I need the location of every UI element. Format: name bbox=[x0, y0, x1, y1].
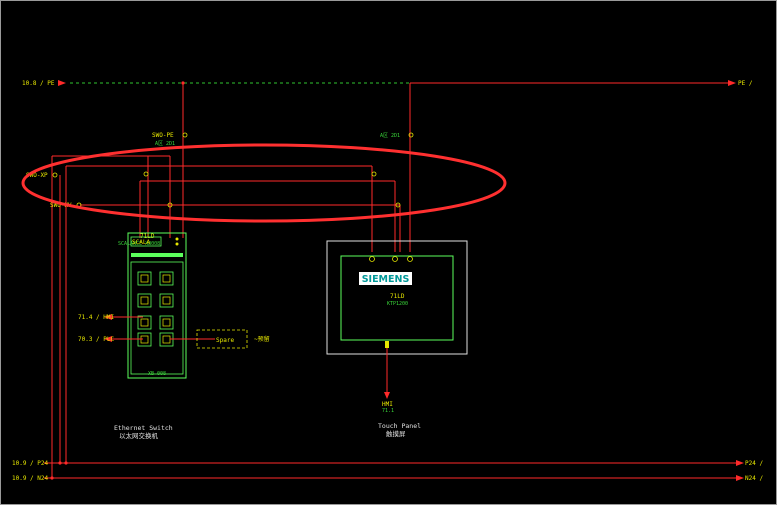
p24-left-label: 10.9 / P24 bbox=[12, 460, 49, 467]
spare-label: Spare bbox=[216, 337, 234, 344]
rj45-jack-icon bbox=[140, 274, 149, 283]
siemens-logo: SIEMENS bbox=[362, 274, 410, 285]
tp-pe-sub-label: A区 2D1 bbox=[380, 133, 400, 139]
rj45-jack-icon bbox=[162, 274, 171, 283]
siemens-logo-bg bbox=[359, 272, 412, 285]
rj45-port bbox=[159, 315, 174, 330]
terminal-icon bbox=[408, 132, 414, 138]
n24-left-label: 10.9 / N24 bbox=[12, 475, 49, 482]
arrow-icon bbox=[104, 336, 112, 342]
terminal-icon bbox=[407, 256, 413, 262]
arrow-icon bbox=[736, 475, 744, 481]
pe-left-label: 10.8 / PE bbox=[22, 80, 55, 87]
terminal-icon bbox=[167, 202, 173, 208]
switch-title-cn: 以太网交换机 bbox=[119, 431, 159, 440]
signal-wiring bbox=[51, 155, 401, 478]
switch-bottom-label: XB 008 bbox=[148, 371, 166, 377]
rj45-port bbox=[137, 293, 152, 308]
switch-body bbox=[127, 232, 187, 379]
rj45-port bbox=[159, 293, 174, 308]
terminal-icon bbox=[371, 171, 377, 177]
panel-title-en: Touch Panel bbox=[378, 422, 421, 430]
switch-led-strip bbox=[131, 253, 183, 257]
rj45-jack-icon bbox=[162, 335, 171, 344]
panel-port bbox=[385, 341, 389, 348]
sw-pe-sub-label: A区 2D1 bbox=[155, 141, 175, 147]
rj45-port bbox=[137, 315, 152, 330]
panel-hmi-label: HMI bbox=[382, 401, 393, 408]
panel-screen bbox=[340, 255, 454, 341]
sw-xp-label: SWO-XP bbox=[26, 172, 48, 179]
switch-brand: SCALA bbox=[132, 239, 150, 246]
panel-frame bbox=[326, 240, 468, 355]
arrow-icon bbox=[736, 460, 744, 466]
plc-left-label: 70.3 / PLC bbox=[78, 336, 115, 343]
port-connections: 71.4 / HMI 70.3 / PLC Spare ~预留 bbox=[78, 314, 270, 349]
panel-model: KTP1200 bbox=[387, 301, 408, 307]
arrow-icon bbox=[58, 80, 66, 86]
terminal-icon bbox=[52, 172, 58, 178]
highlight-ellipse bbox=[21, 143, 507, 223]
spare-note: ~预留 bbox=[254, 335, 270, 343]
switch-spec: SCALANCE XB008 bbox=[118, 241, 160, 247]
switch-title-en: Ethernet Switch bbox=[114, 424, 173, 432]
rj45-jack-icon bbox=[140, 318, 149, 327]
terminal-icon bbox=[182, 132, 188, 138]
ethernet-switch[interactable]: 71LD SCALANCE XB008 SCALA XB 008 bbox=[118, 232, 187, 379]
panel-hmi-ref: 71.1 bbox=[382, 408, 394, 414]
pe-drops bbox=[181, 81, 411, 252]
sw-pe-label: SWO-PE bbox=[152, 132, 174, 139]
pe-bus: 10.8 / PE PE / bbox=[22, 80, 753, 87]
switch-tag: 71LD bbox=[140, 233, 155, 240]
touch-panel[interactable]: SIEMENS 71LD KTP1200 bbox=[326, 240, 468, 355]
switch-port-panel bbox=[130, 261, 184, 375]
terminal-icon bbox=[395, 202, 401, 208]
power-buses: 10.9 / P24 P24 / 10.9 / N24 N24 / bbox=[12, 460, 763, 482]
rj45-port bbox=[137, 271, 152, 286]
arrow-icon bbox=[384, 392, 390, 399]
arrow-icon bbox=[104, 314, 112, 320]
pe-right-label: PE / bbox=[738, 80, 753, 87]
sw-sub3-label: SWO-XV bbox=[50, 202, 72, 209]
rj45-port bbox=[159, 271, 174, 286]
panel-tag: 71LD bbox=[390, 293, 405, 300]
n24-right-label: N24 / bbox=[745, 475, 763, 482]
switch-ports bbox=[137, 271, 174, 347]
rj45-jack-icon bbox=[140, 296, 149, 305]
terminal-icon bbox=[143, 171, 149, 177]
terminal-icon bbox=[369, 256, 375, 262]
rj45-jack-icon bbox=[162, 296, 171, 305]
arrow-icon bbox=[728, 80, 736, 86]
switch-brand-box bbox=[130, 236, 162, 247]
terminal-icon bbox=[392, 256, 398, 262]
hmi-left-label: 71.4 / HMI bbox=[78, 314, 115, 321]
spare-box bbox=[196, 329, 248, 349]
p24-right-label: P24 / bbox=[745, 460, 763, 467]
panel-title-cn: 触摸屏 bbox=[386, 429, 406, 438]
rj45-jack-icon bbox=[162, 318, 171, 327]
